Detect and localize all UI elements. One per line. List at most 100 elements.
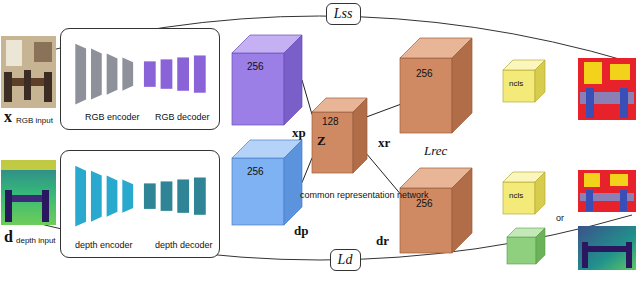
connector	[302, 158, 312, 183]
chair	[4, 72, 12, 102]
dimension-label: 128	[322, 116, 339, 127]
dimension-label: ncls	[509, 80, 523, 89]
figure-label: depth input	[16, 237, 56, 246]
feature-cuboid: 256dp	[232, 140, 302, 225]
cuboid-front	[232, 53, 284, 125]
part-name: depth encoder	[75, 241, 133, 251]
cuboid-front	[312, 112, 353, 173]
depth-output	[578, 226, 636, 270]
cuboid-front	[503, 70, 535, 102]
decoder-layer	[144, 183, 156, 209]
segment	[584, 173, 600, 187]
decoder-layer	[144, 61, 156, 86]
connector-line	[367, 105, 400, 117]
cuboid-side	[452, 168, 472, 253]
encoder-layer	[107, 54, 118, 95]
feature-cuboid: 256xr	[400, 38, 472, 133]
loss-box: Lss	[326, 3, 361, 25]
chair	[42, 190, 49, 222]
encoder-decoder-box: depth encoder depth decoder	[60, 150, 220, 258]
cuboid-front	[400, 58, 452, 133]
loss-box: Ld	[330, 249, 361, 271]
dimension-label: ncls	[509, 192, 523, 201]
cuboid-side	[284, 140, 302, 225]
image-ground	[1, 160, 56, 225]
dimension-label: dr	[376, 234, 389, 248]
part-name: depth decoder	[155, 241, 213, 251]
chair	[44, 72, 52, 102]
feature-cuboid: 256dr	[400, 168, 472, 253]
cuboid-shape	[232, 35, 302, 125]
feature-cuboid: ncls	[503, 172, 545, 214]
depth-image	[1, 160, 56, 225]
loss-name: Lss	[334, 6, 353, 21]
chair	[626, 242, 632, 268]
segment	[620, 190, 627, 211]
dimension-label: xp	[292, 126, 306, 140]
segment	[586, 190, 593, 211]
cuboid-side	[353, 98, 367, 173]
connector-line	[302, 80, 312, 115]
encoder-layer	[91, 171, 102, 222]
decoder-layer	[194, 55, 206, 92]
image-ground	[578, 58, 636, 120]
decoder-layer	[194, 178, 206, 215]
feature-cuboid: 256xp	[232, 35, 302, 125]
figure-label: x	[4, 108, 12, 126]
figure-label: or	[556, 214, 564, 224]
dimension-label: 256	[247, 61, 264, 72]
feature-cuboid: Z 128	[312, 98, 367, 173]
image-ground	[1, 36, 56, 108]
segmentation-output	[578, 170, 636, 212]
cuboid-shape	[400, 38, 472, 133]
depth-band	[1, 160, 56, 170]
encoder-decoder-box: RGB encoder RGB decoder	[60, 28, 220, 130]
segment	[620, 88, 628, 118]
cuboid-front	[503, 182, 535, 214]
cuboid-shape	[400, 168, 472, 253]
part-name: RGB encoder	[85, 113, 140, 123]
chair	[24, 70, 31, 100]
connector-line	[367, 154, 400, 193]
segment	[586, 88, 594, 118]
connector	[367, 154, 400, 193]
figure-label: d	[4, 228, 13, 246]
feature-cuboid: ncls	[503, 60, 545, 102]
cuboid-side	[452, 38, 472, 133]
cuboid-side	[284, 35, 302, 125]
picture	[34, 42, 52, 62]
cuboid-front	[507, 237, 536, 264]
encoder-layer	[122, 179, 133, 212]
chair	[582, 242, 588, 268]
loss-name: Ld	[338, 252, 353, 267]
segment	[584, 62, 602, 84]
decoder-layer	[177, 179, 189, 212]
cuboid-side	[536, 228, 545, 264]
encoder-layer	[107, 176, 118, 217]
table	[586, 246, 628, 252]
cuboid-side	[535, 172, 545, 214]
segmentation-output	[578, 58, 636, 120]
encoder-layer	[122, 57, 133, 90]
connector-line	[302, 158, 312, 183]
chair	[5, 190, 12, 222]
dimension-label: 256	[416, 68, 433, 79]
segment	[610, 174, 628, 186]
cuboid-side	[535, 60, 545, 102]
decoder-layer	[177, 57, 189, 90]
dimension-label: 256	[247, 166, 264, 177]
connector	[367, 105, 400, 117]
dimension-label: Z	[317, 134, 326, 148]
decoder-layer	[161, 181, 173, 210]
cuboid-shape	[232, 140, 302, 225]
figure-label: common representation network	[300, 191, 429, 201]
image-ground	[578, 226, 636, 270]
encoder-layer	[75, 166, 86, 227]
figure-label: RGB input	[16, 117, 53, 126]
segment	[610, 64, 630, 80]
image-ground	[578, 170, 636, 212]
cuboid-front	[232, 158, 284, 225]
encoder-layer	[75, 44, 86, 105]
dimension-label: xr	[378, 136, 390, 150]
part-name: RGB decoder	[155, 113, 210, 123]
